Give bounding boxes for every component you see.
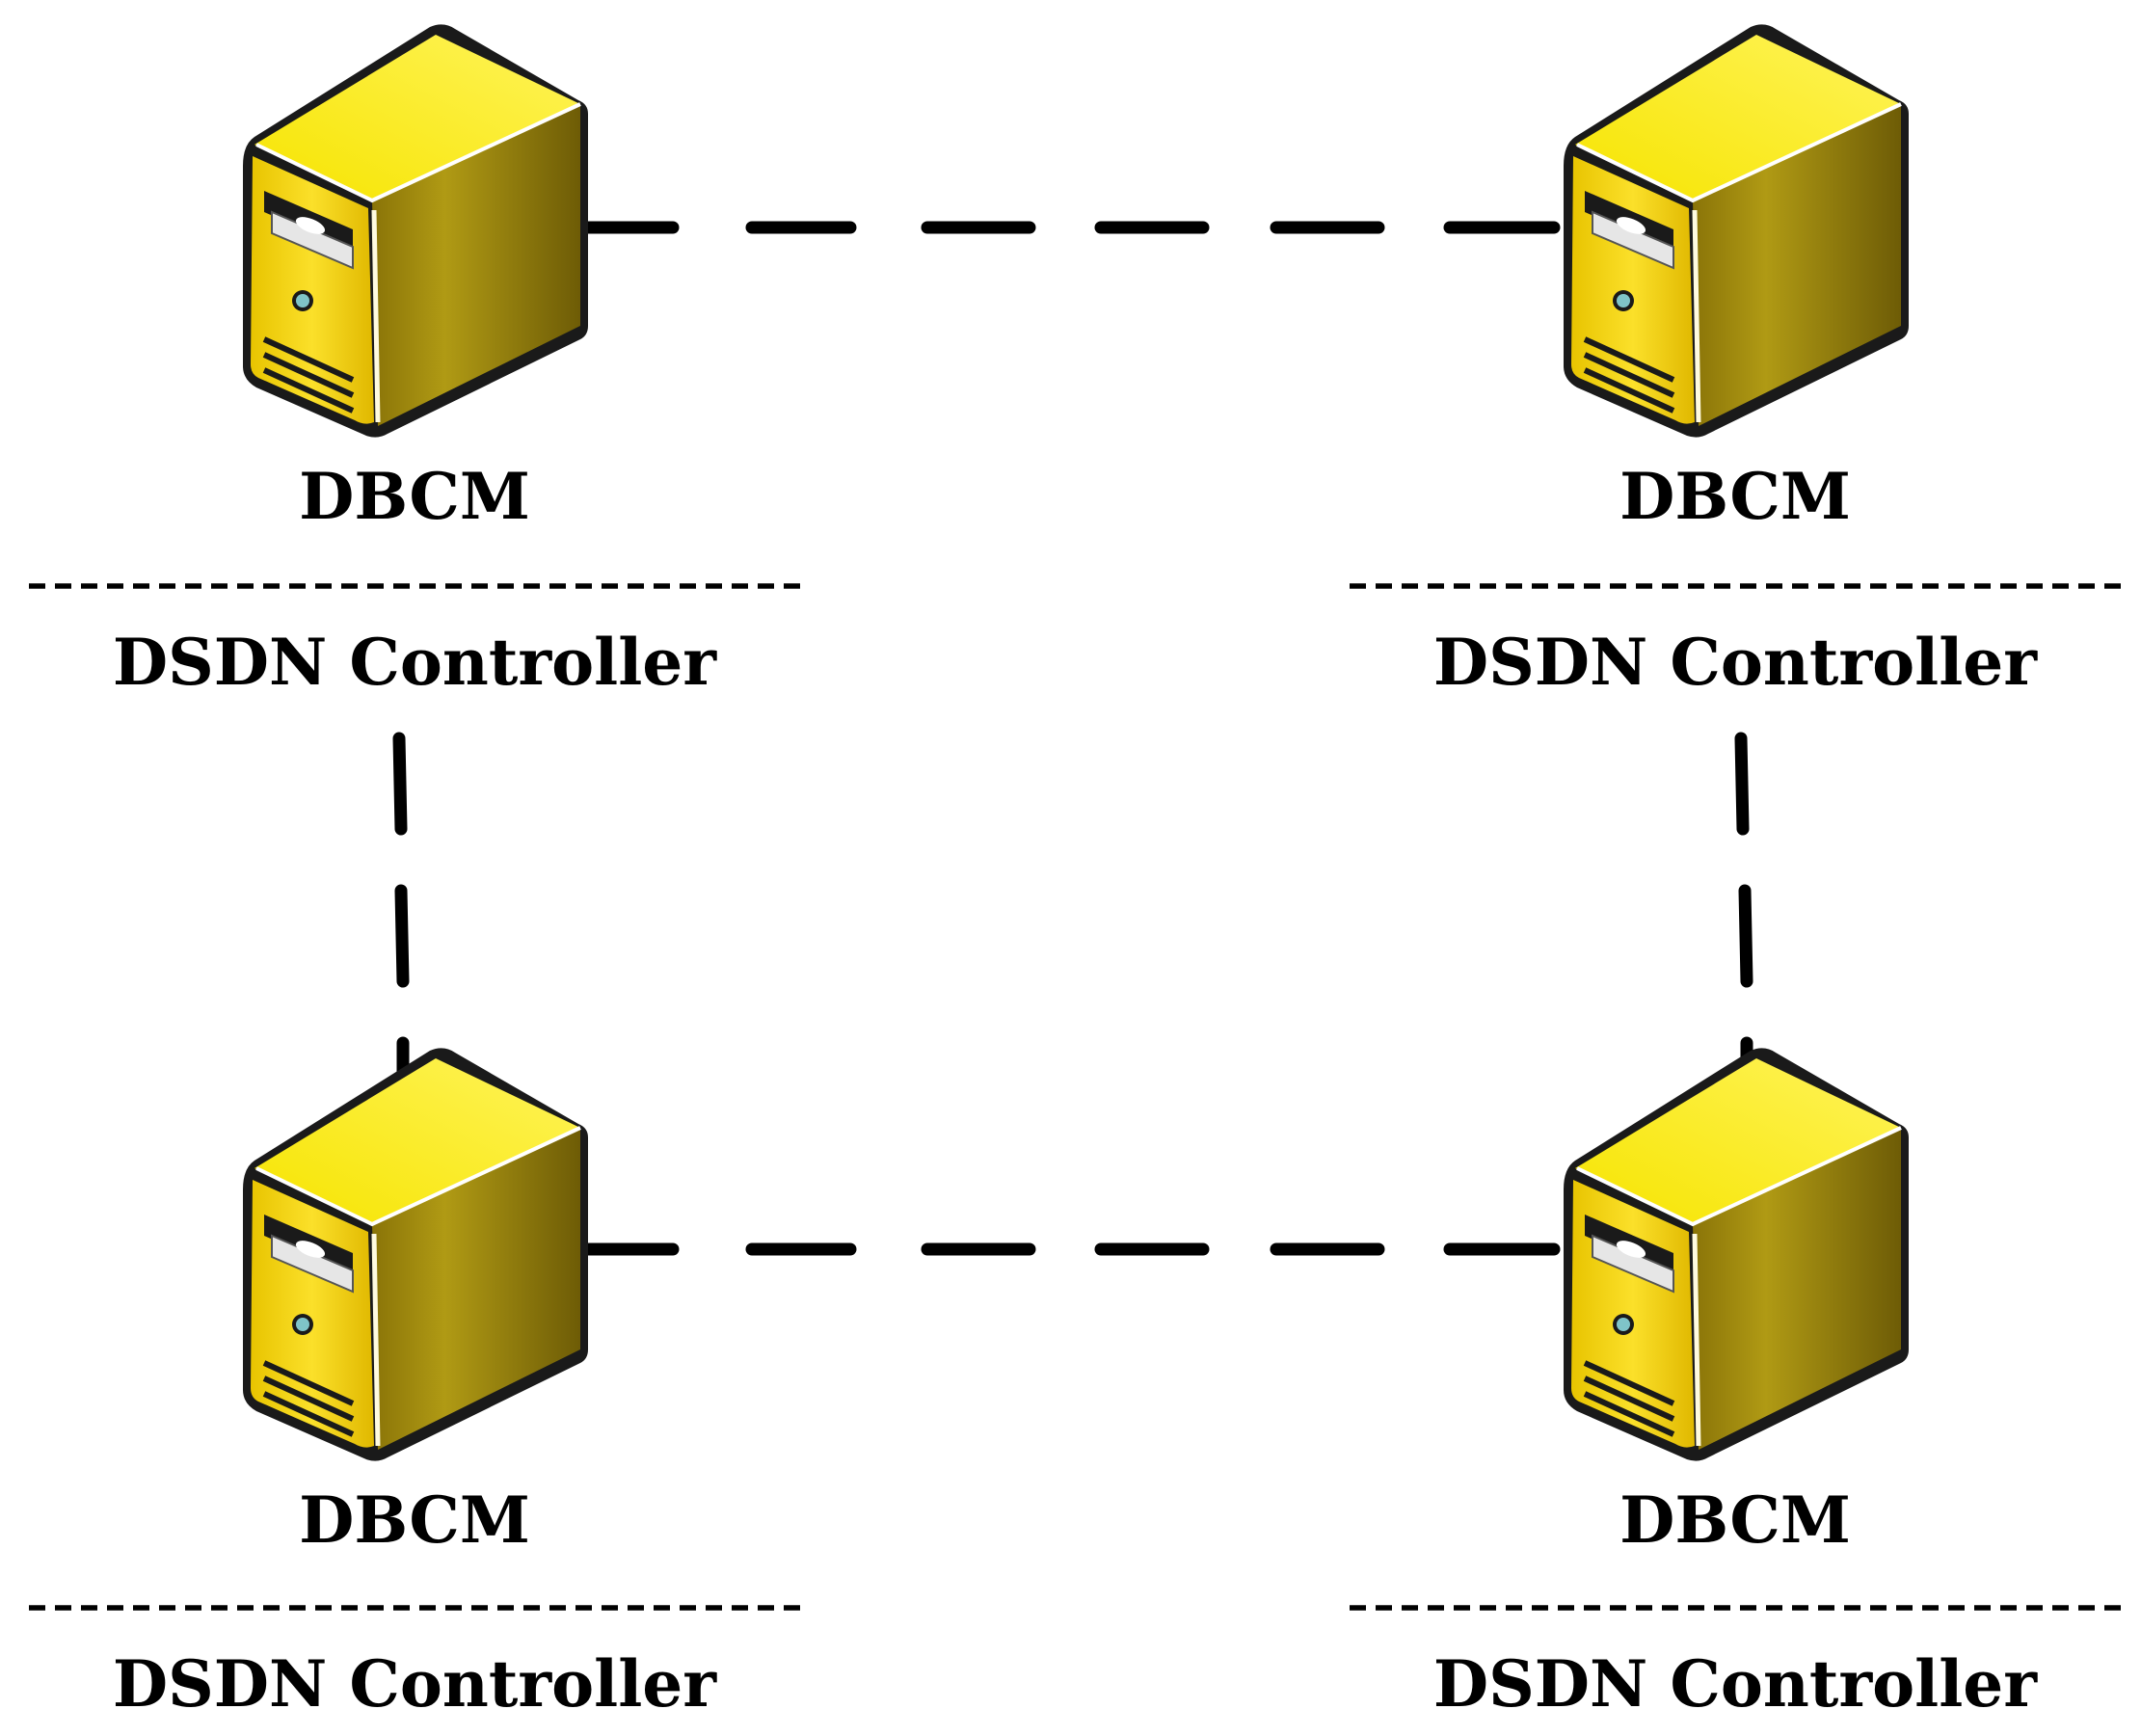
node-bottom-right: DBCM DSDN Controller — [1350, 1048, 2123, 1722]
server-tower-icon — [1564, 1048, 1909, 1460]
server-tower-icon — [1564, 24, 1909, 437]
server-tower-icon — [243, 24, 588, 437]
link-left-vertical — [392, 732, 410, 1086]
dbcm-label: DBCM — [1619, 1482, 1851, 1558]
controller-label: DSDN Controller — [113, 1646, 717, 1722]
controller-label: DSDN Controller — [113, 625, 717, 700]
node-top-left: DBCM DSDN Controller — [29, 24, 802, 700]
node-bottom-left: DBCM DSDN Controller — [29, 1048, 802, 1722]
link-right-vertical — [1734, 732, 1753, 1071]
server-tower-icon — [243, 1048, 588, 1460]
dbcm-label: DBCM — [1619, 459, 1851, 534]
controller-label: DSDN Controller — [1433, 625, 2038, 700]
node-top-right: DBCM DSDN Controller — [1350, 24, 2123, 700]
controller-label: DSDN Controller — [1433, 1646, 2038, 1722]
dbcm-label: DBCM — [299, 1482, 530, 1558]
dbcm-label: DBCM — [299, 459, 530, 534]
